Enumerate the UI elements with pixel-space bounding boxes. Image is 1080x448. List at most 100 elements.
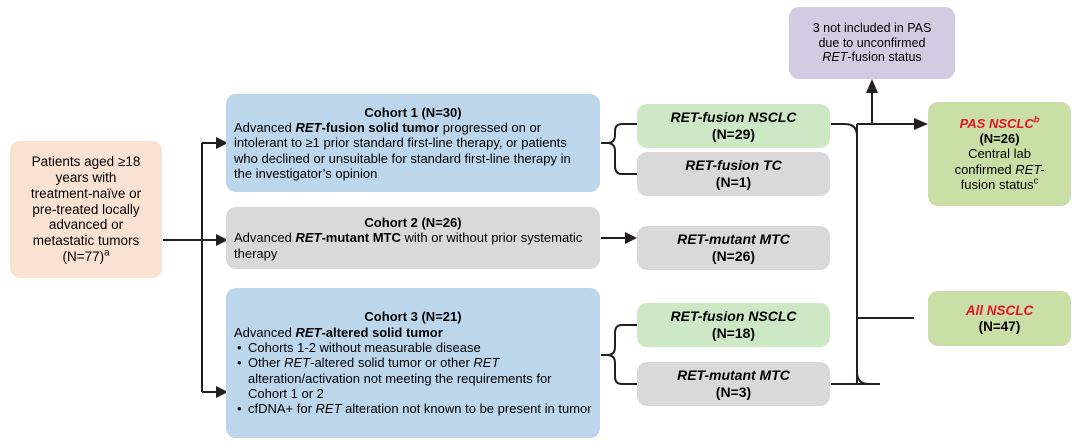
cohort3-subtitle-gene: RET (295, 324, 322, 340)
arrow-c2-mtc (625, 232, 637, 244)
exclusion-note-box: 3 not included in PAS due to unconfirmed… (789, 7, 955, 79)
cohort2-body-bold: -mutant MTC (321, 230, 401, 246)
m2-count: (N=1) (715, 174, 752, 190)
m1-label: RET-fusion NSCLC (645, 109, 822, 126)
cohort3-b2b: -altered solid tumor or other (310, 355, 474, 371)
cohort3-b2-gene1: RET (284, 355, 311, 371)
m2-gene: RET (685, 157, 713, 174)
cohort3-title: Cohort 3 (N=21) (364, 309, 462, 325)
cohort3-b3-gene: RET (315, 401, 342, 417)
patients-line1: Patients aged ≥18 (31, 153, 141, 169)
pas-desc2-gene: RET- (1015, 161, 1045, 177)
cohort1-body-post: progressed on or intolerant to ≥1 prior … (234, 120, 571, 181)
m1-gene: RET (670, 109, 698, 126)
ret-fusion-tc-1-box: RET-fusion TC (N=1) (637, 152, 830, 196)
m4-rest: -fusion NSCLC (697, 308, 797, 325)
patients-box: Patients aged ≥18 years with treatment-n… (10, 141, 162, 278)
arrow-pas (914, 118, 928, 130)
cohort2-title: Cohort 2 (N=26) (364, 215, 462, 230)
wire-c1-to-tc (601, 142, 637, 175)
m4-label: RET-fusion NSCLC (645, 308, 822, 325)
pas-title-text: PAS NSCLC (959, 115, 1034, 131)
cohort3-b2-gene2: RET (473, 355, 500, 371)
wire-c3-to-mtc (601, 354, 637, 385)
cohort2-box: Cohort 2 (N=26) Advanced RET-mutant MTC … (226, 207, 600, 269)
patients-line4: pre-treated locally (32, 201, 140, 217)
cohort3-bullets: Cohorts 1-2 without measurable disease O… (234, 340, 592, 417)
cohort2-body-gene: RET (295, 230, 322, 246)
patients-line2: years with (55, 169, 117, 185)
cohort3-subtitle-bold: -altered solid tumor (321, 324, 443, 340)
pas-title: PAS NSCLCb (936, 114, 1063, 131)
cohort2-body: Advanced RET-mutant MTC with or without … (234, 230, 592, 261)
cohort1-body-pre: Advanced (234, 120, 296, 135)
cohort3-b3b: alteration not known to be present in tu… (341, 401, 592, 417)
pas-nsclc-box: PAS NSCLCb (N=26) Central lab confirmed … (928, 102, 1071, 206)
list-item: cfDNA+ for RET alteration not known to b… (237, 401, 592, 417)
list-item: Other RET-altered solid tumor or other R… (237, 355, 592, 401)
arrow-note (866, 79, 878, 93)
m5-count: (N=3) (715, 384, 752, 400)
note-line3-rest: -fusion status (847, 50, 922, 65)
note-line2: due to unconfirmed (818, 35, 926, 50)
list-item: Cohorts 1-2 without measurable disease (237, 340, 592, 356)
all-nsclc-title: All NSCLC (965, 302, 1034, 318)
cohort3-subtitle: Advanced RET-altered solid tumor (234, 325, 592, 340)
m3-gene: RET (677, 231, 705, 248)
cohort3-b2c: alteration/activation not meeting the re… (248, 370, 552, 401)
cohort1-title: Cohort 1 (N=30) (364, 104, 462, 120)
cohort3-b2a: Other (248, 355, 285, 371)
m1-count: (N=29) (711, 126, 756, 142)
pas-title-footnote: b (1033, 114, 1040, 125)
note-line1: 3 not included in PAS (812, 20, 932, 35)
cohort1-body-bold: -fusion solid tumor (321, 120, 440, 135)
pas-desc3-text: fusion status (960, 176, 1034, 192)
cohort1-box: Cohort 1 (N=30) Advanced RET-fusion soli… (226, 94, 600, 192)
arrow-cohort3 (216, 386, 228, 398)
m4-count: (N=18) (711, 325, 756, 341)
cohort3-b3a: cfDNA+ for (248, 401, 316, 417)
pas-desc1: Central lab (968, 146, 1031, 162)
wire-merge-vertical (831, 123, 880, 385)
cohort2-body-pre: Advanced (234, 230, 296, 246)
m4-gene: RET (670, 308, 698, 325)
all-nsclc-box: All NSCLC (N=47) (928, 291, 1071, 346)
ret-fusion-nsclc-29-box: RET-fusion NSCLC (N=29) (637, 104, 830, 148)
m3-label: RET-mutant MTC (645, 231, 822, 248)
ret-mutant-mtc-3-box: RET-mutant MTC (N=3) (637, 362, 830, 406)
patients-line5: advanced or (48, 217, 124, 233)
all-nsclc-count: (N=47) (978, 318, 1021, 334)
m2-label: RET-fusion TC (645, 157, 822, 174)
pas-desc3: fusion statusc (936, 175, 1063, 192)
cohort3-subtitle-pre: Advanced (234, 324, 296, 340)
cohort1-body-gene: RET (295, 120, 322, 135)
arrow-cohort2 (216, 234, 228, 246)
arrow-cohort1 (216, 137, 228, 149)
patients-footnote: a (104, 247, 110, 259)
wire-c3-to-nsclc (601, 324, 637, 356)
m5-gene: RET (677, 367, 705, 384)
m3-count: (N=26) (711, 248, 756, 264)
ret-mutant-mtc-26-box: RET-mutant MTC (N=26) (637, 226, 830, 270)
m5-rest: -mutant MTC (704, 367, 790, 384)
cohort3-box: Cohort 3 (N=21) Advanced RET-altered sol… (226, 288, 600, 438)
pas-desc2: confirmed RET- (936, 162, 1063, 177)
patients-line3: treatment-naïve or (30, 185, 142, 201)
m3-rest: -mutant MTC (704, 231, 790, 248)
ret-fusion-nsclc-18-box: RET-fusion NSCLC (N=18) (637, 303, 830, 347)
patients-line6: metastatic tumors (32, 233, 140, 249)
m2-rest: -fusion TC (712, 157, 782, 174)
m5-label: RET-mutant MTC (645, 367, 822, 384)
note-gene: RET (822, 50, 848, 65)
pas-desc2-pre: confirmed (954, 161, 1016, 177)
patients-count: (N=77)a (18, 247, 154, 265)
note-line3: RET-fusion status (797, 50, 947, 65)
pas-desc3-footnote: c (1033, 175, 1039, 186)
cohort1-body: Advanced RET-fusion solid tumor progress… (234, 120, 592, 181)
cohort2-body-post: with or without prior systematic therapy (234, 230, 583, 261)
patients-count-value: (N=77) (62, 249, 105, 265)
m1-rest: -fusion NSCLC (697, 109, 797, 126)
wire-c1-to-nsclc (601, 123, 637, 144)
